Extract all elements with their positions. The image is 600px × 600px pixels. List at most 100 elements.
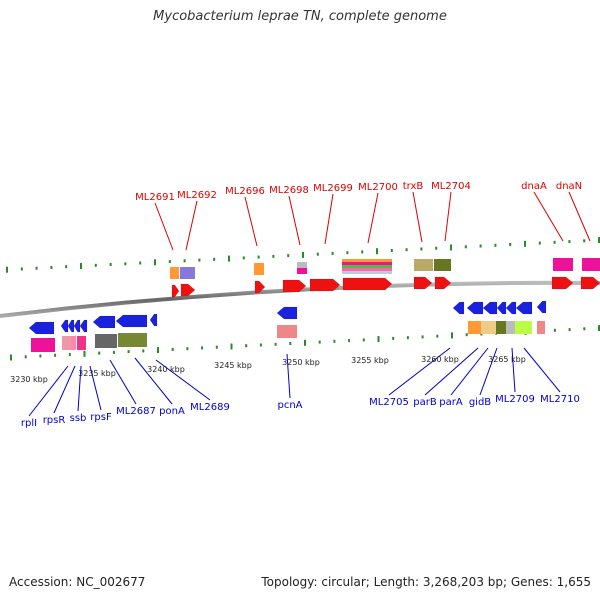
forward-gene-arrow: [434, 276, 452, 290]
tick-mark: [213, 257, 216, 261]
forward-gene-arrow: [254, 280, 266, 294]
tick-mark: [376, 248, 378, 255]
tick-mark: [583, 239, 586, 243]
tick-mark: [98, 351, 101, 355]
forward-gene-arrow: [282, 279, 307, 293]
tick-mark: [538, 241, 541, 245]
tick-mark: [568, 328, 571, 332]
scale-label: 3240 kbp: [147, 365, 185, 374]
forward-gene-label: ML2696: [225, 186, 265, 197]
leader-line: [412, 191, 423, 243]
accession-label: Accession: NC_002677: [9, 575, 146, 589]
tick-mark: [230, 343, 233, 350]
tick-mark: [168, 260, 171, 264]
feature-box: [342, 262, 392, 265]
forward-gene-arrow: [180, 283, 196, 297]
forward-gene-label: ML2704: [431, 181, 471, 192]
forward-gene-label: ML2691: [135, 192, 175, 203]
tick-mark: [287, 254, 290, 258]
reverse-gene-label: parA: [439, 397, 463, 408]
leader-line: [388, 347, 451, 396]
feature-box: [31, 338, 55, 352]
tick-mark: [361, 250, 364, 254]
reverse-gene-arrow: [73, 319, 81, 333]
forward-gene-label: ML2699: [313, 183, 353, 194]
tick-mark: [142, 349, 145, 353]
forward-gene-label: ML2692: [177, 190, 217, 201]
forward-gene-arrow: [342, 277, 393, 291]
forward-gene-label: ML2698: [269, 185, 309, 196]
tick-mark: [242, 256, 245, 260]
tick-mark: [420, 247, 423, 251]
leader-line: [511, 347, 516, 393]
tick-mark: [598, 237, 600, 244]
forward-gene-arrows: [171, 276, 600, 298]
tick-mark: [598, 325, 600, 332]
tick-mark: [348, 339, 351, 343]
tick-mark: [392, 336, 395, 340]
reverse-gene-arrow: [60, 319, 69, 333]
leader-line: [134, 357, 173, 405]
feature-box: [434, 259, 451, 271]
scale-label: 3265 kbp: [488, 355, 526, 364]
tick-mark: [302, 251, 304, 258]
leader-line: [288, 195, 301, 246]
reverse-gene-arrow: [28, 321, 55, 335]
leader-line: [89, 365, 102, 411]
reverse-gene-label: ML2705: [369, 397, 409, 408]
leader-line: [109, 359, 137, 405]
feature-box: [254, 263, 264, 275]
feature-box: [496, 321, 506, 334]
tick-mark: [65, 265, 68, 269]
leader-line: [523, 347, 561, 393]
leader-line: [324, 193, 334, 245]
genome-stats-label: Topology: circular; Length: 3,268,203 bp…: [261, 575, 591, 589]
reverse-gene-arrow: [505, 301, 517, 315]
reverse-gene-arrow: [276, 306, 298, 320]
scale-label: 3260 kbp: [421, 355, 459, 364]
feature-box: [481, 321, 496, 334]
tick-mark: [54, 353, 57, 357]
reverse-gene-label: pcnA: [277, 400, 302, 411]
tick-mark: [183, 259, 186, 263]
forward-gene-label: dnaN: [556, 181, 582, 192]
leader-line: [450, 347, 489, 396]
feature-box: [62, 336, 71, 350]
tick-mark: [346, 251, 349, 255]
tick-mark: [479, 244, 482, 248]
forward-gene-arrow: [309, 278, 341, 292]
reverse-gene-label: rpsR: [43, 415, 66, 426]
tick-mark: [39, 354, 42, 358]
leader-line: [185, 200, 198, 251]
tick-mark: [464, 245, 467, 249]
tick-mark: [109, 263, 112, 266]
leader-line: [444, 191, 452, 242]
map-title: Mycobacterium leprae TN, complete genome: [153, 9, 447, 24]
scale-label: 3250 kbp: [282, 358, 320, 367]
leader-line: [479, 347, 498, 396]
reverse-gene-label: rplI: [21, 418, 37, 429]
tick-mark: [406, 336, 409, 340]
tick-mark: [157, 347, 159, 354]
tick-mark: [331, 251, 334, 255]
tick-mark: [198, 258, 201, 262]
tick-mark: [50, 266, 53, 269]
feature-box: [77, 336, 86, 350]
leader-line: [154, 202, 174, 251]
leader-line: [533, 191, 564, 242]
feature-box: [277, 325, 297, 338]
forward-gene-label: dnaA: [521, 181, 547, 192]
tick-mark: [80, 263, 82, 269]
tick-mark: [83, 350, 86, 357]
reverse-gene-label: rpsF: [90, 412, 112, 423]
feature-box: [342, 265, 392, 268]
tick-mark: [68, 353, 71, 357]
leader-line: [367, 192, 379, 244]
feature-box: [170, 267, 179, 279]
tick-mark: [451, 332, 453, 339]
tick-mark: [390, 249, 393, 252]
forward-gene-arrow: [580, 276, 600, 290]
leader-line: [568, 191, 591, 242]
tick-mark: [304, 339, 306, 346]
